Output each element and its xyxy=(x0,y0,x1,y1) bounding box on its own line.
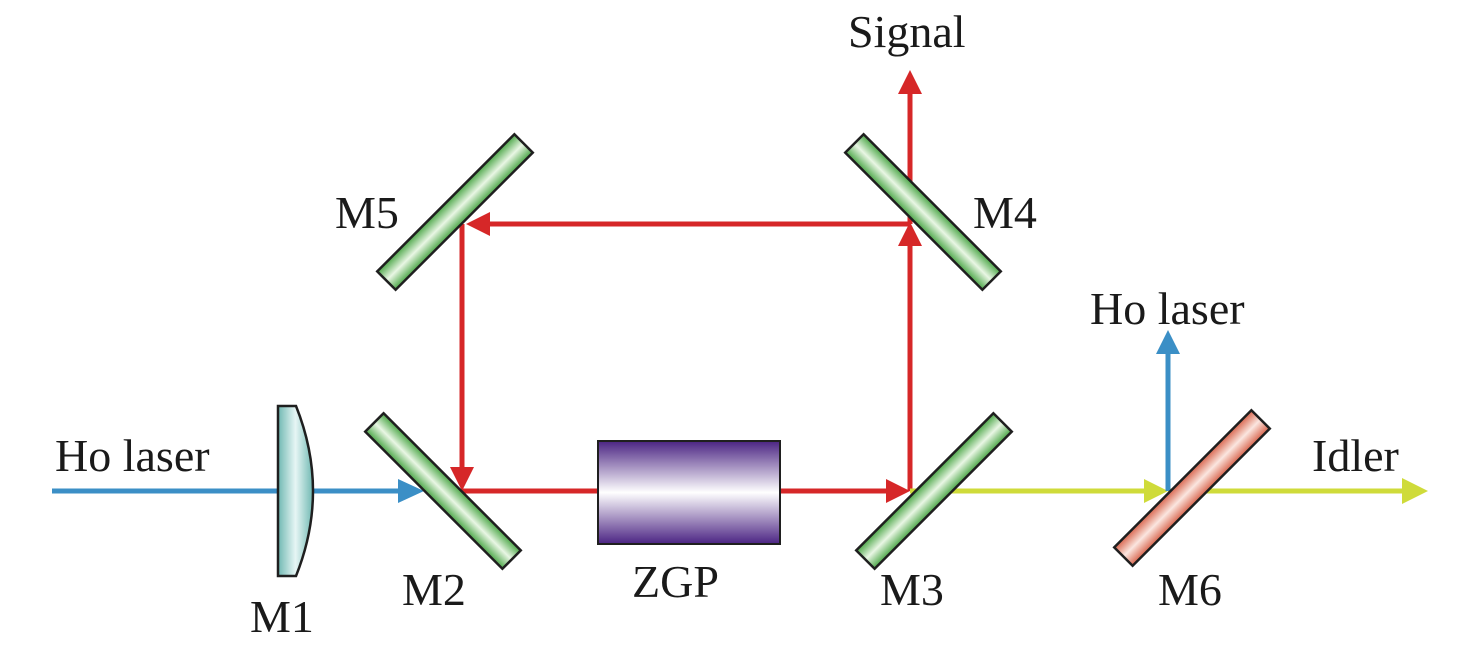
label-signal: Signal xyxy=(848,6,966,57)
signal-arrowhead-m2 xyxy=(450,467,474,491)
label-m4: M4 xyxy=(973,187,1037,238)
signal-arrowhead-m5 xyxy=(466,212,490,236)
mirror-m5 xyxy=(375,132,535,292)
mirror-m6 xyxy=(1112,408,1272,568)
idler-arrowhead-m6 xyxy=(1144,479,1168,503)
label-zgp: ZGP xyxy=(632,556,719,607)
label-m5: M5 xyxy=(335,187,399,238)
pump-out-arrowhead xyxy=(1156,330,1180,354)
label-ho-laser-out: Ho laser xyxy=(1090,283,1245,334)
signal-arrowhead-out xyxy=(898,70,922,94)
label-m2: M2 xyxy=(402,564,466,615)
label-m3: M3 xyxy=(880,564,944,615)
label-m6: M6 xyxy=(1158,564,1222,615)
signal-arrowhead-m4 xyxy=(898,222,922,246)
zgp-crystal xyxy=(597,440,781,545)
mirror-m4 xyxy=(843,132,1003,292)
label-ho-laser-in: Ho laser xyxy=(55,430,210,481)
label-idler: Idler xyxy=(1312,430,1399,481)
signal-beam xyxy=(450,70,922,503)
idler-arrowhead-out xyxy=(1402,478,1428,504)
pump-beam-input xyxy=(52,479,424,503)
signal-arrowhead-m3 xyxy=(886,479,910,503)
pump-arrowhead xyxy=(398,479,424,503)
pump-beam-output xyxy=(1156,330,1180,491)
lens-m1 xyxy=(276,404,315,578)
mirror-m3 xyxy=(854,411,1014,571)
label-m1: M1 xyxy=(250,591,314,642)
mirror-m2 xyxy=(363,411,523,571)
